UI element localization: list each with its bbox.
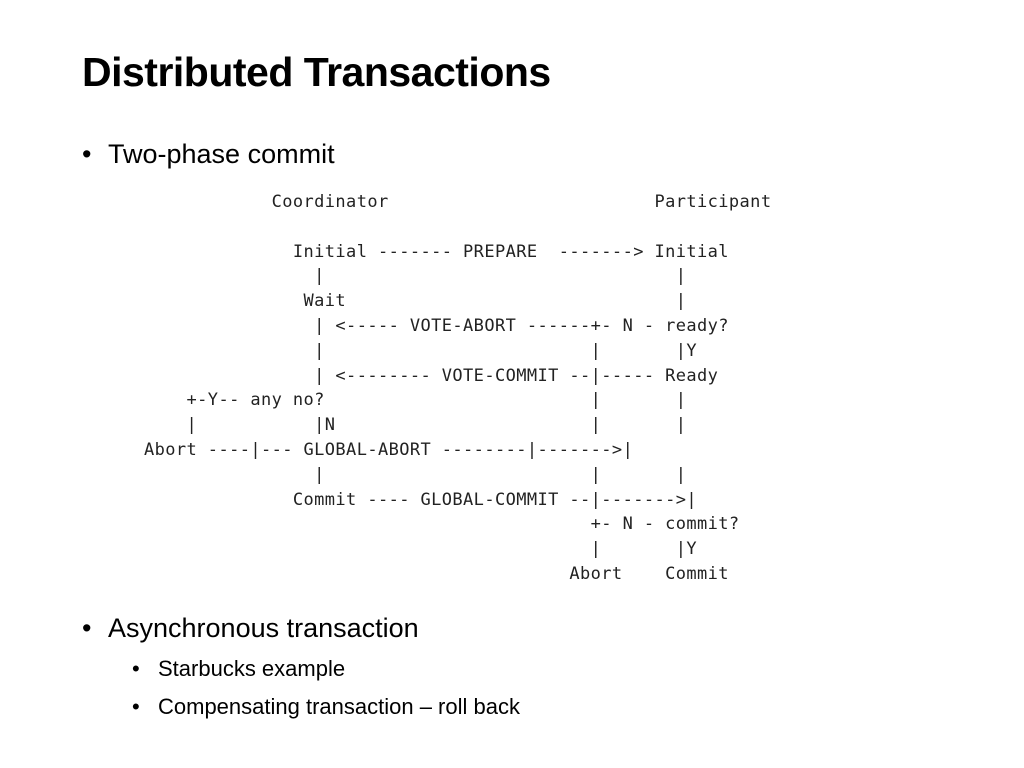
diagram-line: | | |Y: [144, 340, 698, 361]
bullet-asynchronous-transaction: • Asynchronous transaction: [82, 612, 419, 644]
diagram-line: | | |: [144, 464, 687, 485]
bullet-marker: •: [82, 139, 92, 169]
two-phase-commit-diagram: Coordinator Participant Initial ------- …: [144, 190, 771, 587]
diagram-line: | <----- VOTE-ABORT ------+- N - ready?: [144, 315, 729, 336]
diagram-line: | |Y: [144, 539, 698, 560]
diagram-line: Commit ---- GLOBAL-COMMIT --|------->|: [144, 489, 698, 510]
diagram-line: | |: [144, 266, 687, 287]
diagram-line: Abort Commit: [144, 563, 729, 584]
bullet-text: Starbucks example: [158, 656, 346, 681]
diagram-line: Wait |: [144, 291, 687, 312]
diagram-line: Initial ------- PREPARE -------> Initial: [144, 241, 729, 262]
diagram-line: +- N - commit?: [144, 514, 740, 535]
bullet-marker: •: [132, 694, 140, 719]
diagram-line: | |N | |: [144, 415, 687, 436]
sub-bullet-compensating-transaction: • Compensating transaction – roll back: [132, 694, 520, 720]
slide-title: Distributed Transactions: [82, 49, 551, 95]
diagram-line: +-Y-- any no? | |: [144, 390, 687, 411]
diagram-line: | <-------- VOTE-COMMIT --|----- Ready: [144, 365, 719, 386]
bullet-two-phase-commit: • Two-phase commit: [82, 138, 335, 170]
bullet-text: Two-phase commit: [108, 139, 335, 169]
sub-bullet-starbucks-example: • Starbucks example: [132, 656, 345, 682]
bullet-marker: •: [132, 656, 140, 681]
bullet-text: Asynchronous transaction: [108, 613, 419, 643]
diagram-line: Coordinator Participant: [144, 192, 772, 212]
bullet-marker: •: [82, 613, 92, 643]
diagram-line: Abort ----|--- GLOBAL-ABORT --------|---…: [144, 439, 634, 460]
bullet-text: Compensating transaction – roll back: [158, 694, 520, 719]
